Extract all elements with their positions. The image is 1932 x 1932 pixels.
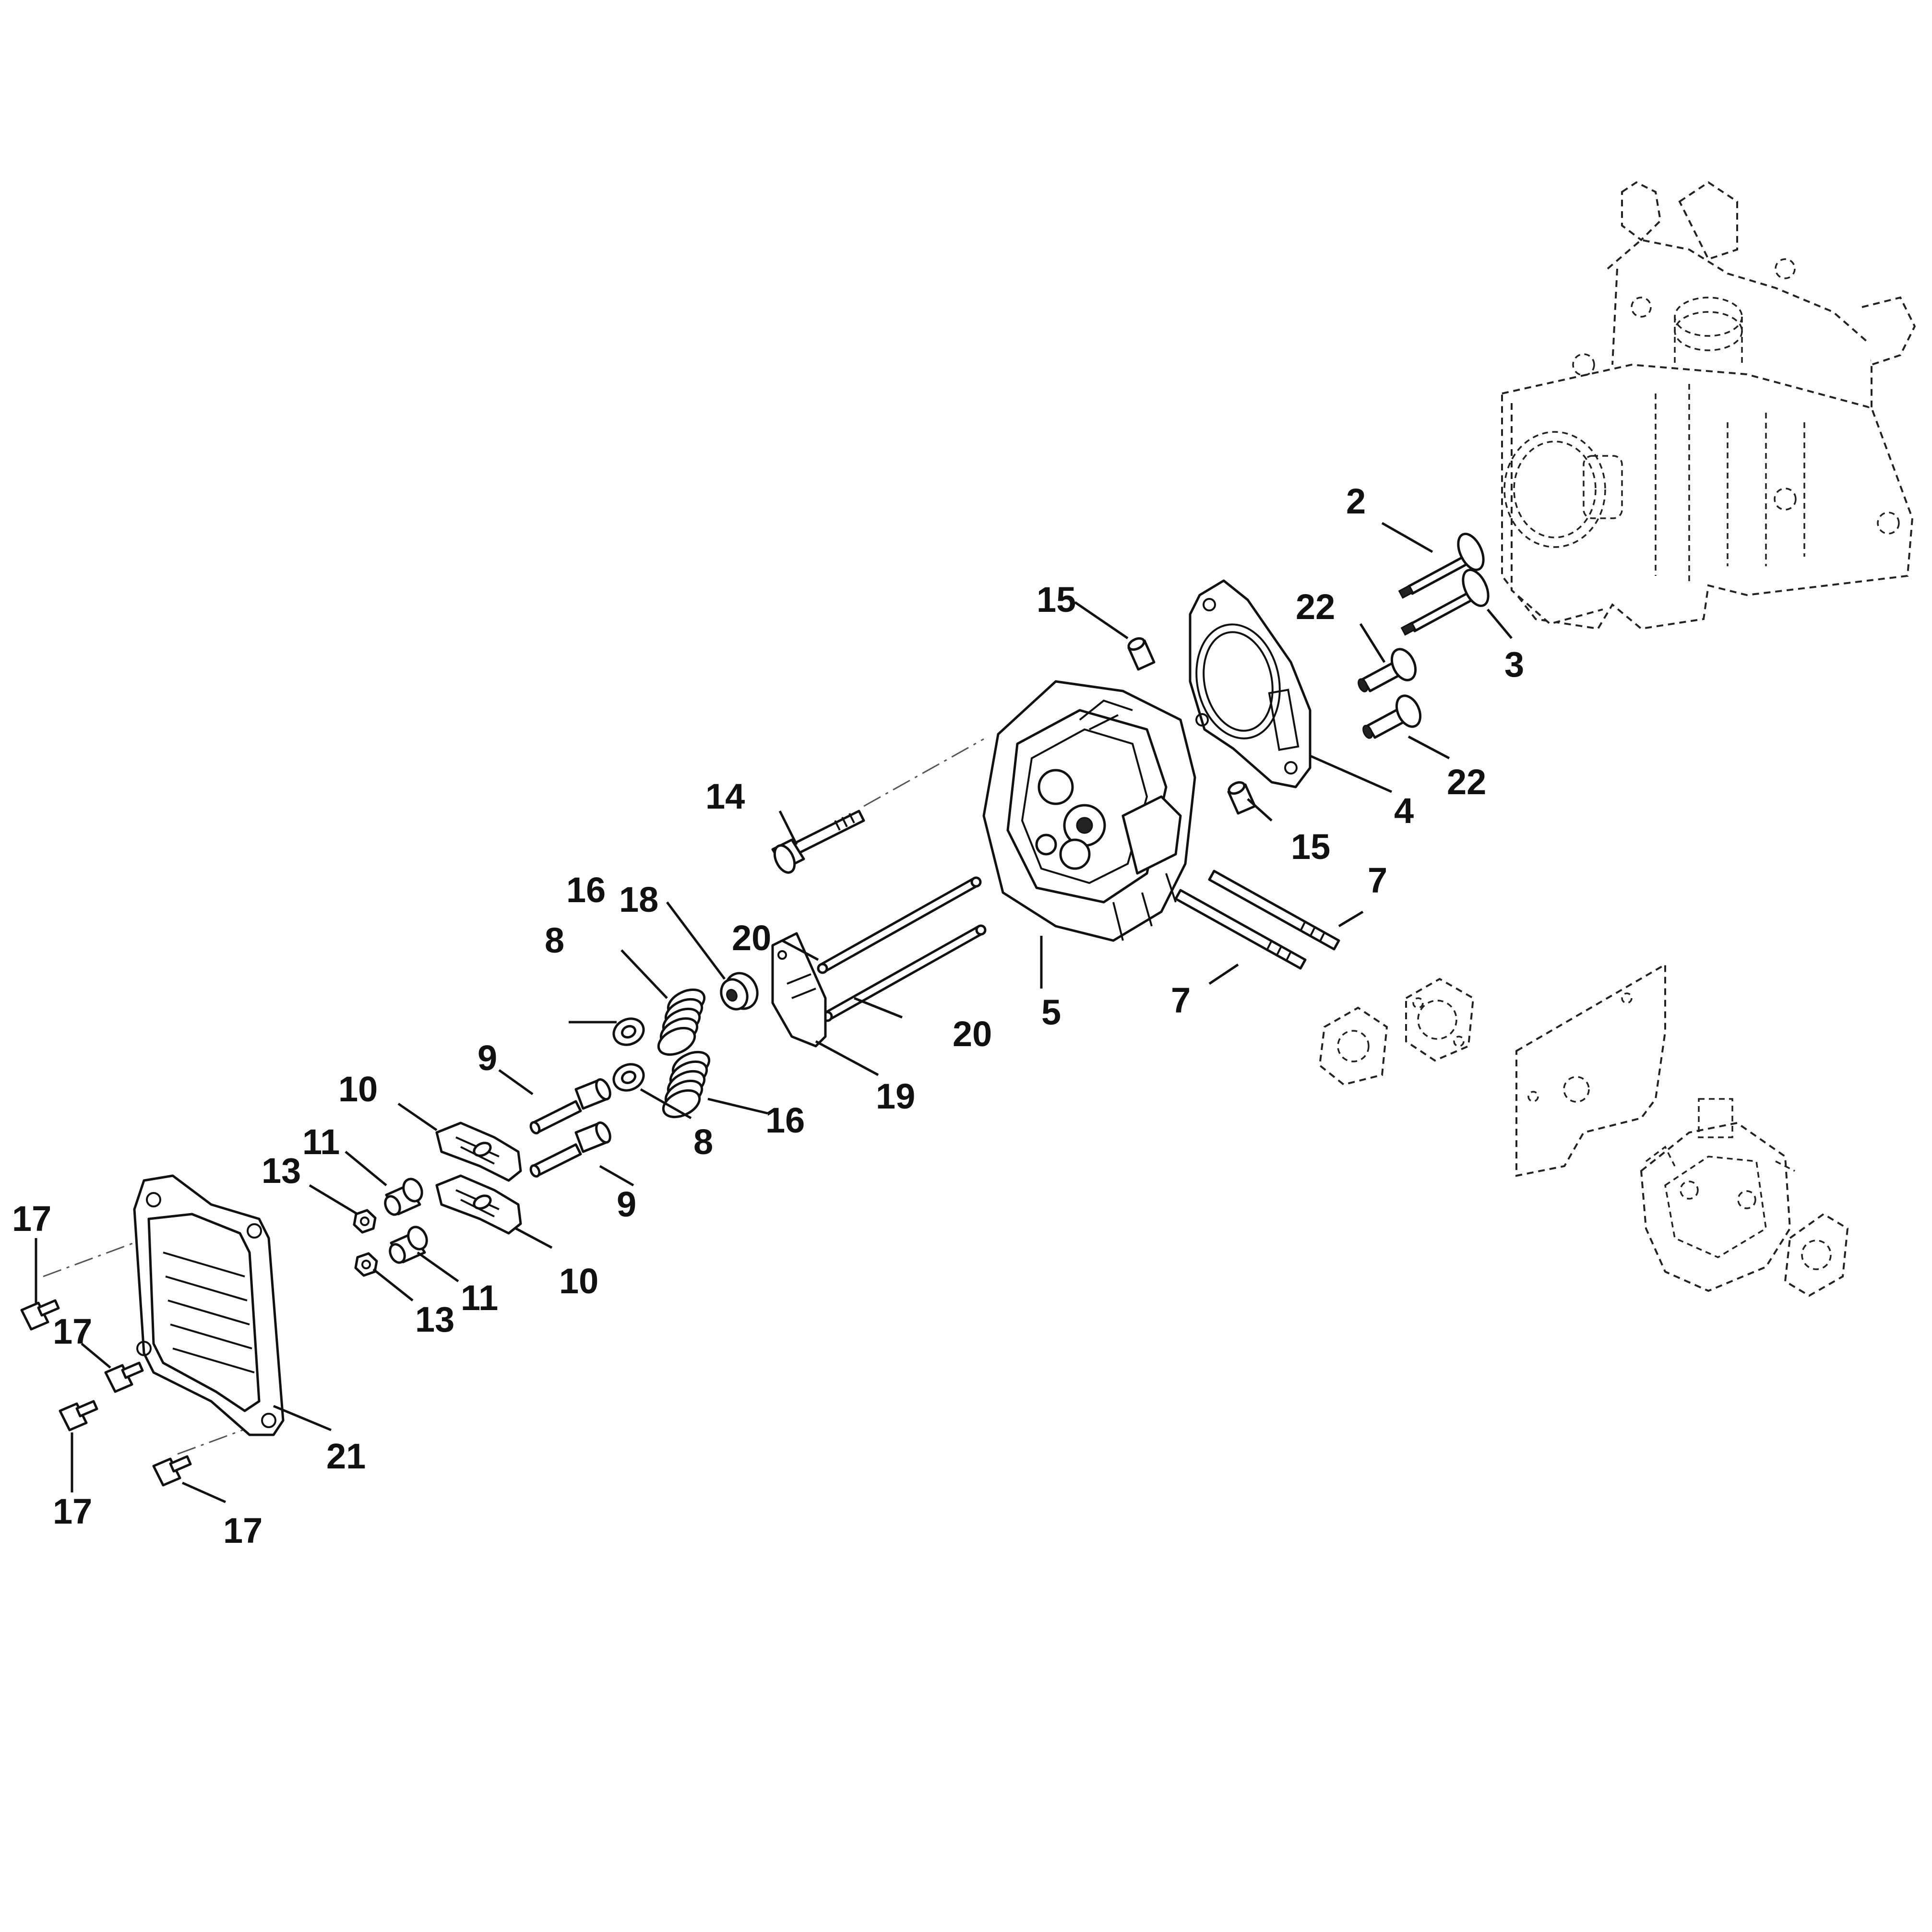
callout-15-lower: 15 bbox=[1291, 827, 1330, 867]
valve-3 bbox=[1400, 569, 1490, 636]
dowel-pin-15-lower bbox=[1227, 781, 1256, 815]
callout-16-lower: 16 bbox=[765, 1100, 805, 1140]
rocker-arm-10-lower bbox=[435, 1174, 522, 1235]
pivot-11-lower bbox=[389, 1226, 428, 1264]
valve-cap-18 bbox=[720, 972, 759, 1011]
rocker-stud-9-lower bbox=[529, 1121, 611, 1178]
bolt-17-d bbox=[152, 1455, 192, 1487]
callout-17-b: 17 bbox=[53, 1312, 92, 1351]
callout-18: 18 bbox=[619, 880, 658, 919]
carburetor-gasket-context bbox=[1784, 1213, 1849, 1297]
callout-16-upper: 16 bbox=[566, 870, 606, 910]
callout-17-c: 17 bbox=[53, 1491, 92, 1531]
bolt-axis-line bbox=[863, 738, 984, 807]
guide-plate-19 bbox=[771, 932, 827, 1048]
air-filter-plate-context bbox=[1515, 963, 1666, 1177]
carburetor-context bbox=[1640, 1098, 1795, 1292]
callout-14: 14 bbox=[705, 776, 745, 816]
valve-seal-22-lower bbox=[1362, 694, 1422, 739]
push-rod-20-upper bbox=[817, 876, 982, 974]
callout-22-upper: 22 bbox=[1296, 587, 1335, 627]
callout-2: 2 bbox=[1346, 481, 1366, 521]
callout-7-upper: 7 bbox=[1368, 860, 1387, 900]
engine-block-context bbox=[1501, 181, 1916, 630]
rocker-stud-9-upper bbox=[529, 1078, 611, 1134]
bolt-17-c bbox=[59, 1400, 98, 1431]
callout-3: 3 bbox=[1504, 644, 1524, 684]
callout-17-a: 17 bbox=[12, 1199, 51, 1239]
callout-4: 4 bbox=[1394, 791, 1414, 831]
valve-2 bbox=[1398, 533, 1485, 599]
callout-21: 21 bbox=[326, 1436, 366, 1476]
callout-19: 19 bbox=[876, 1076, 915, 1116]
callout-20-upper: 20 bbox=[732, 918, 771, 958]
callout-9-lower: 9 bbox=[617, 1184, 636, 1224]
callout-13-upper: 13 bbox=[262, 1151, 301, 1191]
valve-cover-21 bbox=[133, 1174, 285, 1436]
valve-spring-16-upper bbox=[657, 988, 706, 1056]
retainer-8-lower bbox=[612, 1063, 645, 1092]
dowel-pin-15-upper bbox=[1127, 637, 1156, 671]
callout-15-upper: 15 bbox=[1037, 580, 1076, 620]
callout-11-lower: 11 bbox=[461, 1278, 498, 1318]
stud-7-lower bbox=[1174, 889, 1307, 970]
stud-7-upper bbox=[1208, 870, 1340, 951]
nut-13-upper bbox=[353, 1209, 377, 1234]
callout-8-upper: 8 bbox=[545, 920, 564, 960]
callout-20-lower: 20 bbox=[953, 1014, 992, 1054]
bolt-14 bbox=[771, 810, 865, 874]
callout-11-upper: 11 bbox=[302, 1122, 340, 1162]
cylinder-head-5 bbox=[982, 680, 1196, 942]
callout-5: 5 bbox=[1041, 992, 1061, 1032]
valve-seal-22-upper bbox=[1358, 648, 1417, 692]
bolt-17-a bbox=[20, 1299, 60, 1331]
head-gasket-4 bbox=[1189, 579, 1312, 788]
callout-10-lower: 10 bbox=[559, 1261, 598, 1301]
callout-17-d: 17 bbox=[223, 1511, 262, 1550]
retainer-8-upper bbox=[612, 1017, 645, 1046]
push-rod-20-lower bbox=[822, 924, 987, 1022]
callout-7-lower: 7 bbox=[1171, 980, 1191, 1020]
callout-labels: 2 3 4 5 7 7 8 8 9 9 10 10 11 11 13 13 14… bbox=[12, 481, 1524, 1550]
callout-9-upper: 9 bbox=[477, 1038, 497, 1078]
callout-22-lower: 22 bbox=[1447, 762, 1486, 802]
nut-13-lower bbox=[354, 1252, 378, 1277]
callout-10-upper: 10 bbox=[338, 1069, 378, 1109]
callout-8-lower: 8 bbox=[693, 1122, 713, 1162]
valve-spring-16-lower bbox=[662, 1050, 711, 1119]
bolt-17-b bbox=[104, 1361, 144, 1393]
rocker-arm-10-upper bbox=[435, 1121, 522, 1182]
callout-13-lower: 13 bbox=[415, 1300, 454, 1339]
leader-lines bbox=[35, 522, 1513, 1503]
pivot-11-upper bbox=[384, 1178, 423, 1216]
intake-gasket-context bbox=[1318, 978, 1475, 1086]
